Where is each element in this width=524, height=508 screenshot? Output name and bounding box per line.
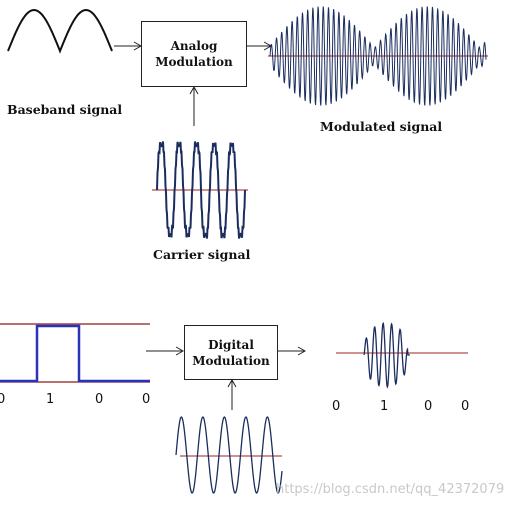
arrowhead [227,378,237,388]
modulated-signal-label: Modulated signal [320,119,443,134]
digital-input-square-wave [0,324,150,383]
arrowhead [189,85,199,95]
output-bit: 0 [332,399,341,414]
carrier-signal-label: Carrier signal [153,247,251,262]
baseband-signal-wave [7,8,113,54]
baseband-signal-label: Baseband signal [7,102,123,117]
digital-output-wave [363,321,410,389]
watermark-text: https://blog.csdn.net/qq_42372079 [276,482,505,497]
input-bit: 0 [0,392,6,407]
output-bit: 0 [461,399,470,414]
digital-carrier-wave [175,416,283,494]
carrier-signal-wave [156,141,246,239]
output-bit: 1 [380,399,389,414]
arrowhead [297,346,307,356]
input-bit: 0 [95,392,104,407]
input-bit: 1 [46,392,55,407]
input-bit: 0 [142,392,151,407]
modulated-signal-wave [269,6,487,106]
output-bit: 0 [424,399,433,414]
digital-modulation-block: Digital Modulation [184,325,278,380]
arrowhead [175,346,185,356]
analog-modulation-block: Analog Modulation [141,21,247,87]
